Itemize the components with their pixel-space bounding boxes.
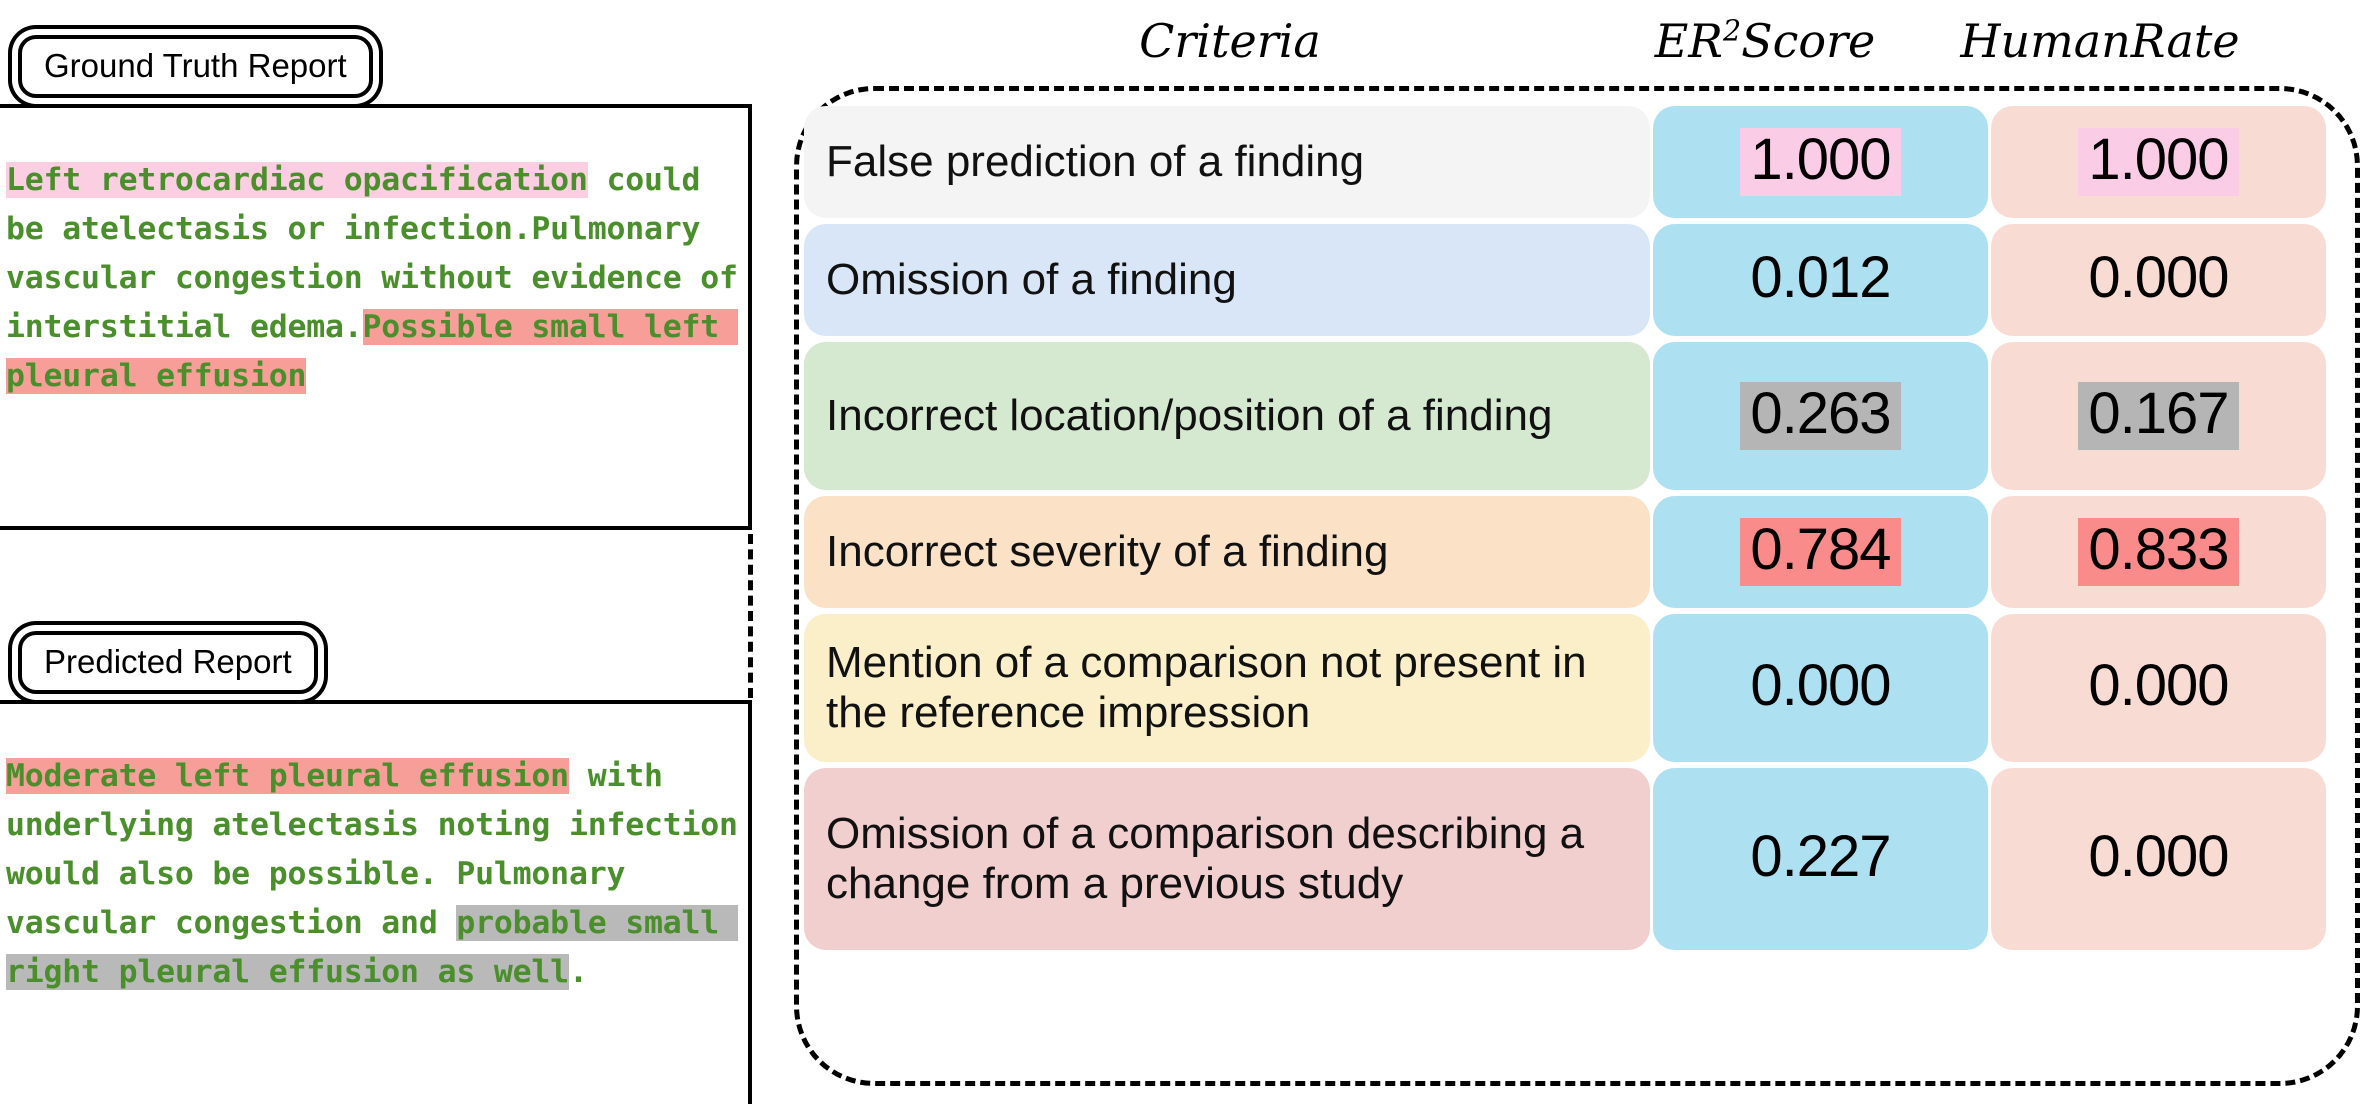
- er2score-cell: 0.012: [1653, 224, 1988, 336]
- humanrate-value: 0.167: [2078, 381, 2239, 451]
- predicted-segment-0: Moderate left pleural effusion: [6, 758, 569, 794]
- criteria-cell: Mention of a comparison not present in t…: [804, 614, 1650, 762]
- ground-truth-report-tag: Ground Truth Report: [18, 35, 373, 98]
- er2score-cell: 0.227: [1653, 768, 1988, 950]
- column-header-criteria: Criteria: [1139, 14, 1321, 68]
- er2score-value: 0.784: [1740, 517, 1901, 587]
- humanrate-value: 0.000: [2088, 823, 2229, 889]
- er2score-value: 1.000: [1740, 127, 1901, 197]
- humanrate-value: 0.000: [2088, 652, 2229, 718]
- er2score-cell: 0.000: [1653, 614, 1988, 762]
- humanrate-cell: 0.000: [1991, 768, 2326, 950]
- criteria-score-table: Criteria ER2Score HumanRate False predic…: [790, 0, 2373, 1104]
- er2score-cell: 0.263: [1653, 342, 1988, 490]
- er2score-value: 0.263: [1740, 381, 1901, 451]
- reports-dashed-divider: [748, 534, 753, 698]
- criteria-cell: False prediction of a finding: [804, 106, 1650, 218]
- er2score-superscript: 2: [1722, 14, 1742, 48]
- humanrate-cell: 0.000: [1991, 614, 2326, 762]
- table-dashed-frame: [794, 86, 2360, 1086]
- predicted-report-text: Moderate left pleural effusion with unde…: [6, 752, 746, 997]
- er2score-cell: 1.000: [1653, 106, 1988, 218]
- criteria-cell: Incorrect location/position of a finding: [804, 342, 1650, 490]
- ground-truth-segment-0: Left retrocardiac opacification: [6, 162, 588, 198]
- reports-panel: Ground Truth Report Left retrocardiac op…: [0, 0, 755, 1104]
- column-header-humanrate: HumanRate: [1960, 14, 2240, 68]
- predicted-segment-3: .: [568, 954, 588, 990]
- ground-truth-segment-1: could be atelectasis or infection.Pulmon…: [6, 162, 757, 345]
- er2score-base: ER: [1654, 14, 1723, 68]
- humanrate-cell: 1.000: [1991, 106, 2326, 218]
- table-column-headers: Criteria ER2Score HumanRate: [790, 0, 2373, 96]
- humanrate-value: 0.833: [2078, 517, 2239, 587]
- humanrate-cell: 0.167: [1991, 342, 2326, 490]
- er2score-value: 0.227: [1750, 823, 1891, 889]
- criteria-cell: Incorrect severity of a finding: [804, 496, 1650, 608]
- ground-truth-report-text: Left retrocardiac opacification could be…: [6, 156, 746, 401]
- criteria-cell: Omission of a finding: [804, 224, 1650, 336]
- humanrate-cell: 0.833: [1991, 496, 2326, 608]
- er2score-cell: 0.784: [1653, 496, 1988, 608]
- er2score-value: 0.000: [1750, 652, 1891, 718]
- predicted-report-tag: Predicted Report: [18, 631, 318, 694]
- humanrate-value: 1.000: [2078, 127, 2239, 197]
- humanrate-value: 0.000: [2088, 244, 2229, 310]
- er2score-value: 0.012: [1750, 244, 1891, 310]
- predicted-segment-1: with underlying atelectasis noting infec…: [6, 758, 757, 941]
- er2score-rest: Score: [1741, 14, 1876, 68]
- humanrate-cell: 0.000: [1991, 224, 2326, 336]
- criteria-cell: Omission of a comparison describing a ch…: [804, 768, 1650, 950]
- column-header-er2score: ER2Score: [1600, 14, 1930, 68]
